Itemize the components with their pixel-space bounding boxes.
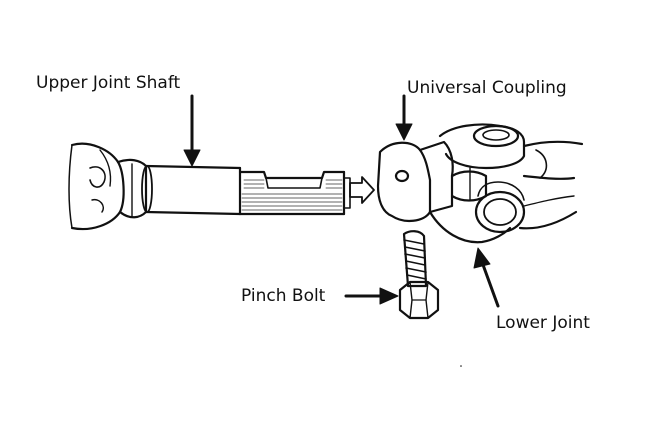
label-universal-coupling: Universal Coupling	[407, 78, 567, 98]
universal-coupling-arrow	[395, 94, 413, 141]
label-lower-joint: Lower Joint	[496, 313, 590, 333]
universal-coupling	[376, 123, 584, 244]
label-pinch-bolt: Pinch Bolt	[241, 286, 326, 306]
lower-joint-arrow	[473, 247, 500, 308]
upper-joint-shaft	[68, 142, 351, 231]
pinch-bolt-arrow	[344, 287, 399, 305]
leader-arrows	[183, 94, 500, 308]
pinch-bolt	[398, 230, 440, 320]
label-upper-joint-shaft: Upper Joint Shaft	[36, 73, 181, 93]
insert-direction-arrow	[349, 176, 375, 204]
upper-joint-shaft-arrow	[183, 94, 201, 167]
scan-speck	[460, 365, 462, 367]
